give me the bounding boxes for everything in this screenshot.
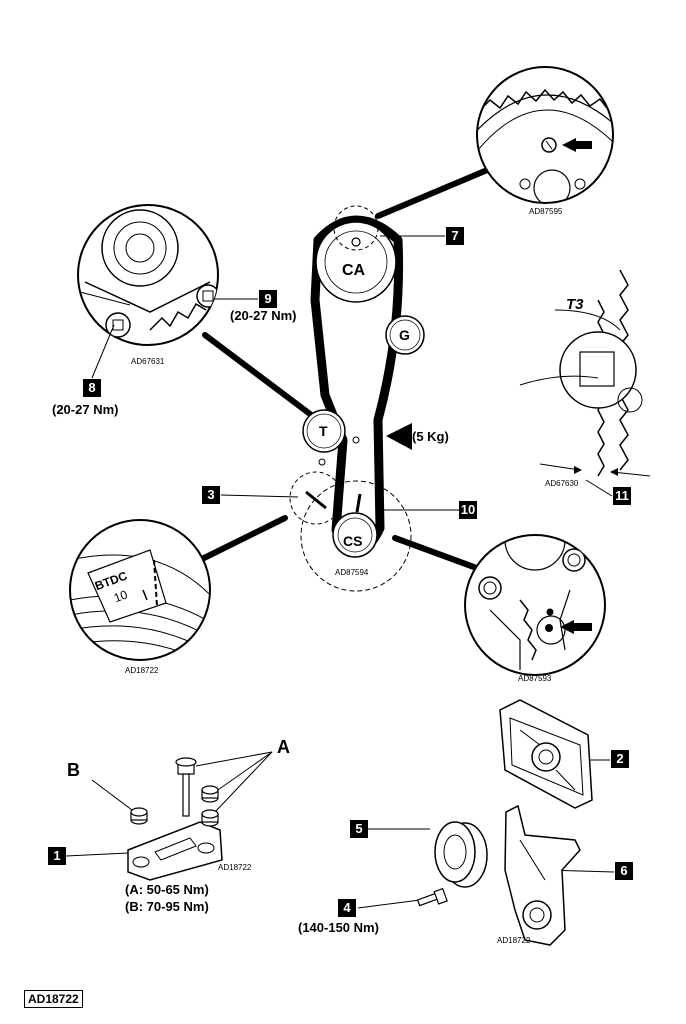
code-right-mid: AD67630: [545, 479, 579, 488]
callout-9: 9: [259, 290, 277, 308]
belt-force-arrow: [386, 423, 412, 450]
code-left-bottom: AD18722: [125, 666, 159, 675]
pulley-label-t: T: [319, 423, 328, 439]
code-parts: AD18722: [497, 936, 531, 945]
inset-tensioner: [77, 204, 219, 346]
lower-timing-cover: [504, 804, 581, 946]
callout-8: 8: [83, 379, 101, 397]
torque-4: (140-150 Nm): [298, 920, 379, 935]
torque-8: (20-27 Nm): [52, 402, 119, 417]
inset-crank-sprocket-mark: [464, 534, 606, 676]
rear-cover-plate: [499, 699, 593, 809]
callout-leaders: [65, 235, 615, 909]
callout-10: 10: [459, 501, 477, 519]
inset-camshaft-mark: [476, 66, 614, 204]
code-bracket: AD18722: [218, 863, 252, 872]
pulley-label-cs: CS: [343, 533, 363, 549]
crank-bolt: [416, 887, 448, 907]
torque-b: (B: 70-95 Nm): [125, 899, 209, 914]
inset-leader-lines: [197, 165, 495, 573]
pulley-label-g: G: [399, 327, 410, 343]
t3-tool-label: T3: [566, 296, 584, 313]
belt-tension-force: (5 Kg): [412, 429, 449, 444]
torque-a: (A: 50-65 Nm): [125, 882, 209, 897]
inset-crank-timing-marks: [69, 519, 211, 661]
code-right-bottom: AD87593: [518, 674, 552, 683]
crankshaft-pulley: [289, 471, 412, 592]
callout-11: 11: [613, 487, 631, 505]
callout-7: 7: [446, 227, 464, 245]
callout-1: 1: [48, 847, 66, 865]
letter-b: B: [67, 760, 80, 780]
callout-5: 5: [350, 820, 368, 838]
tensioner-pulley: [302, 409, 360, 466]
letter-a: A: [277, 737, 290, 757]
pulley-label-ca: CA: [342, 262, 366, 279]
inset-belt-tension-tool: [519, 269, 651, 477]
callout-2: 2: [611, 750, 629, 768]
torque-9: (20-27 Nm): [230, 308, 297, 323]
callout-4: 4: [338, 899, 356, 917]
camshaft-pulley: [315, 205, 397, 303]
footer-reference-code: AD18722: [24, 990, 83, 1008]
code-center: AD87594: [335, 568, 369, 577]
callout-6: 6: [615, 862, 633, 880]
mounting-bracket: [127, 757, 223, 881]
code-top-right: AD87595: [529, 207, 563, 216]
oil-seal: [434, 821, 488, 888]
callout-3: 3: [202, 486, 220, 504]
guide-pulley: [385, 315, 425, 355]
code-top-left: AD67631: [131, 357, 165, 366]
